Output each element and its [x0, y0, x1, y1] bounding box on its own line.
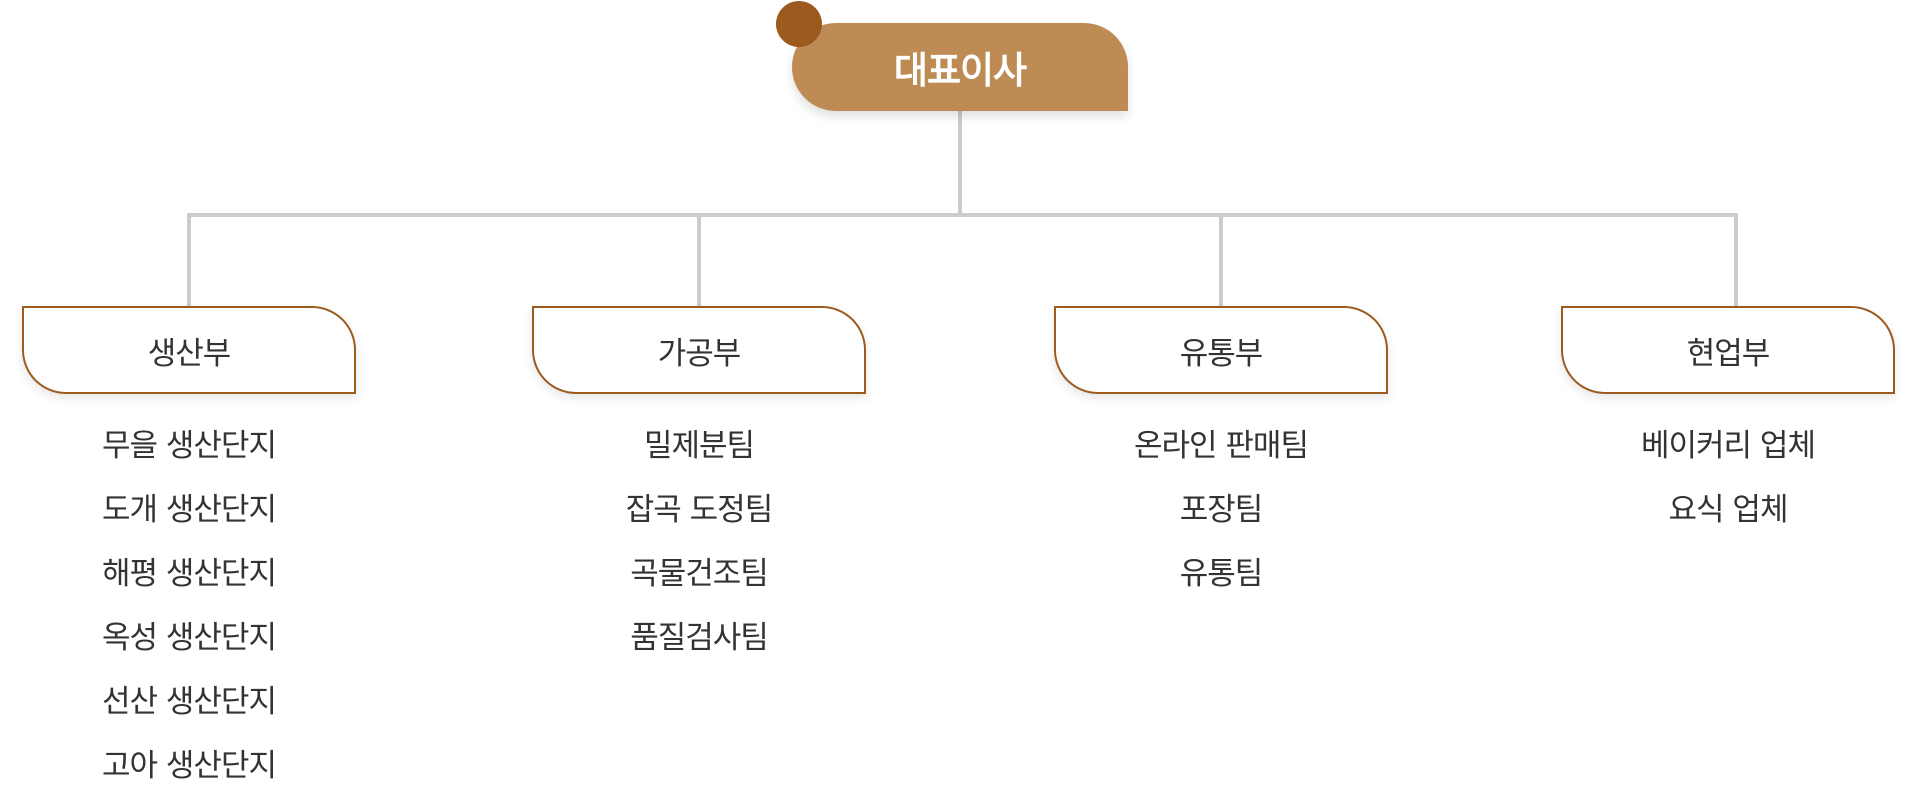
ceo-label: 대표이사: [893, 49, 1027, 92]
team-item: 해평 생산단지: [102, 556, 277, 592]
team-list-production: 무을 생산단지 도개 생산단지 해평 생산단지 옥성 생산단지 선산 생산단지 …: [22, 420, 356, 804]
dept-connector-line-4: [1734, 213, 1738, 306]
team-item: 잡곡 도정팀: [625, 492, 773, 528]
department-box-distribution: 유통부: [1054, 306, 1388, 394]
team-item: 포장팀: [1179, 492, 1264, 528]
team-list-distribution: 온라인 판매팀 포장팀 유통팀: [1054, 420, 1388, 612]
team-item: 밀제분팀: [643, 428, 755, 464]
team-item: 고아 생산단지: [102, 748, 277, 784]
team-item: 품질검사팀: [630, 620, 769, 656]
horizontal-connector-line: [187, 213, 1738, 217]
team-item: 도개 생산단지: [102, 492, 277, 528]
dept-connector-line-1: [187, 213, 191, 306]
team-item: 유통팀: [1179, 556, 1264, 592]
team-item: 곡물건조팀: [630, 556, 769, 592]
ceo-connector-line: [958, 111, 962, 215]
team-item: 선산 생산단지: [102, 684, 277, 720]
team-item: 온라인 판매팀: [1134, 428, 1309, 464]
team-item: 베이커리 업체: [1641, 428, 1816, 464]
department-label: 가공부: [657, 335, 742, 372]
department-box-field: 현업부: [1561, 306, 1895, 394]
department-label: 생산부: [147, 335, 232, 372]
department-label: 유통부: [1179, 335, 1264, 372]
team-item: 무을 생산단지: [102, 428, 277, 464]
ceo-box: 대표이사: [792, 23, 1128, 111]
ceo-dot-icon: [776, 1, 822, 47]
department-box-production: 생산부: [22, 306, 356, 394]
team-item: 옥성 생산단지: [102, 620, 277, 656]
dept-connector-line-2: [697, 213, 701, 306]
department-label: 현업부: [1686, 335, 1771, 372]
team-list-field: 베이커리 업체 요식 업체: [1561, 420, 1895, 548]
department-box-processing: 가공부: [532, 306, 866, 394]
dept-connector-line-3: [1219, 213, 1223, 306]
team-list-processing: 밀제분팀 잡곡 도정팀 곡물건조팀 품질검사팀: [532, 420, 866, 676]
team-item: 요식 업체: [1668, 492, 1789, 528]
